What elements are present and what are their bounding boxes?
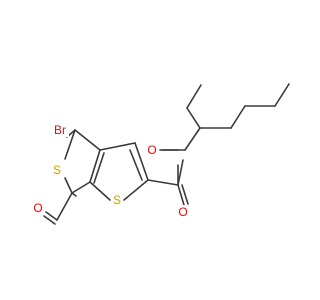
bond [45,211,58,221]
bond [129,149,143,181]
bond [147,179,179,186]
bond [177,184,185,206]
bond-layer [43,83,290,225]
molecule-structure: BrS S O O O [32,83,290,225]
bond [186,107,201,129]
atom-layer: BrS S O O O [32,123,189,219]
bond [74,129,101,151]
bond [134,142,149,181]
atom-o: O [32,201,44,215]
bond [43,215,56,225]
bond [56,192,73,221]
atom-symbol: O [147,143,156,157]
atom-symbol: O [33,201,42,215]
atom-label-background [51,123,69,137]
bond [64,177,73,194]
bond [186,84,202,109]
bond [89,149,101,183]
atom-label-background [146,143,158,157]
bond [64,129,76,160]
atom-label-background [32,201,44,215]
bond [123,179,149,201]
atom-label-background [111,193,123,207]
atom-label-background [177,205,189,219]
bond [230,105,246,129]
atom-symbol: Br [54,123,66,137]
atom-s: S [51,163,63,177]
atom-symbol: O [178,205,187,219]
atom-s: S [111,193,123,207]
atom-symbol: S [53,163,61,177]
bond [99,142,136,151]
bond [181,184,189,205]
bond [71,181,91,194]
bond [177,159,184,186]
bond [274,83,290,107]
atom-o: O [146,143,158,157]
atom-label-background [51,163,63,177]
atom-symbol: S [113,193,121,207]
atom-o: O [177,205,189,219]
bond [93,152,105,184]
bond [89,181,111,201]
bond [71,192,77,197]
bond [184,127,201,151]
atom-br: Br [51,123,69,137]
